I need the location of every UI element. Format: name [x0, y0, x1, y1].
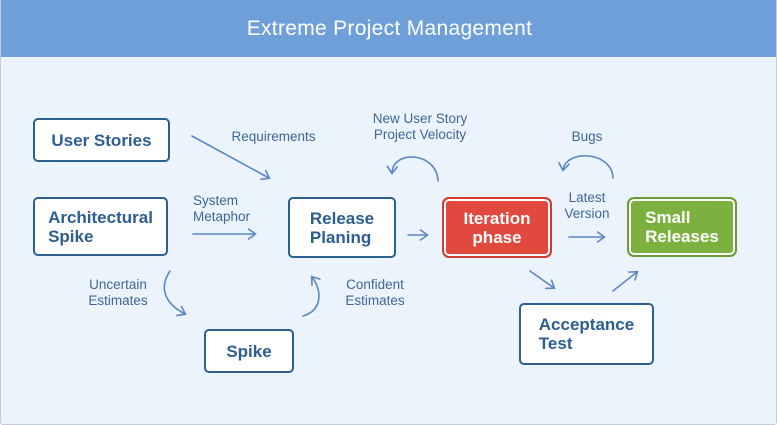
edge-label-bugs: Bugs [571, 129, 603, 144]
node-small-releases: Small Releases [627, 197, 737, 257]
node-release-planing: Release Planing [288, 197, 396, 258]
node-iteration-phase: Iteration phase [442, 197, 552, 258]
edge-label-confident-estimates: Confident Estimates [345, 277, 405, 308]
edge-bugs-arc [558, 155, 614, 179]
edge-label-uncertain-estimates: Uncertain Estimates [88, 277, 148, 308]
edge-iteration-to-acceptance-arrow [529, 270, 556, 290]
node-acceptance-test: Acceptance Test [519, 303, 654, 365]
node-spike-label: Spike [226, 341, 272, 361]
node-small-releases-label: Small Releases [645, 208, 719, 246]
node-architectural-spike: Architectural Spike [33, 197, 168, 256]
edge-label-latest-version: Latest Version [564, 190, 610, 221]
edge-label-system-metaphor: System Metaphor [193, 193, 251, 224]
node-release-planing-label: Release Planing [309, 208, 375, 247]
page-title: Extreme Project Management [246, 16, 533, 40]
edge-acceptance-to-releases-arrow [612, 270, 639, 292]
edge-uncertain-estimates-arrow [163, 270, 187, 317]
node-architectural-spike-label: Architectural Spike [48, 207, 153, 246]
node-iteration-phase-label: Iteration phase [463, 208, 531, 247]
edge-label-requirements: Requirements [231, 129, 316, 144]
edge-label-new-user-story-project-velocity: New User Story Project Velocity [372, 111, 468, 142]
edge-new-user-story-arc [386, 156, 439, 182]
edge-confident-estimates-arrow [302, 275, 321, 317]
edge-requirements-arrow [191, 135, 271, 181]
node-acceptance-test-label: Acceptance Test [538, 315, 635, 353]
node-spike: Spike [204, 329, 294, 373]
title-bar: Extreme Project Management [1, 0, 776, 57]
node-user-stories: User Stories [33, 118, 170, 162]
node-user-stories-label: User Stories [51, 130, 152, 150]
